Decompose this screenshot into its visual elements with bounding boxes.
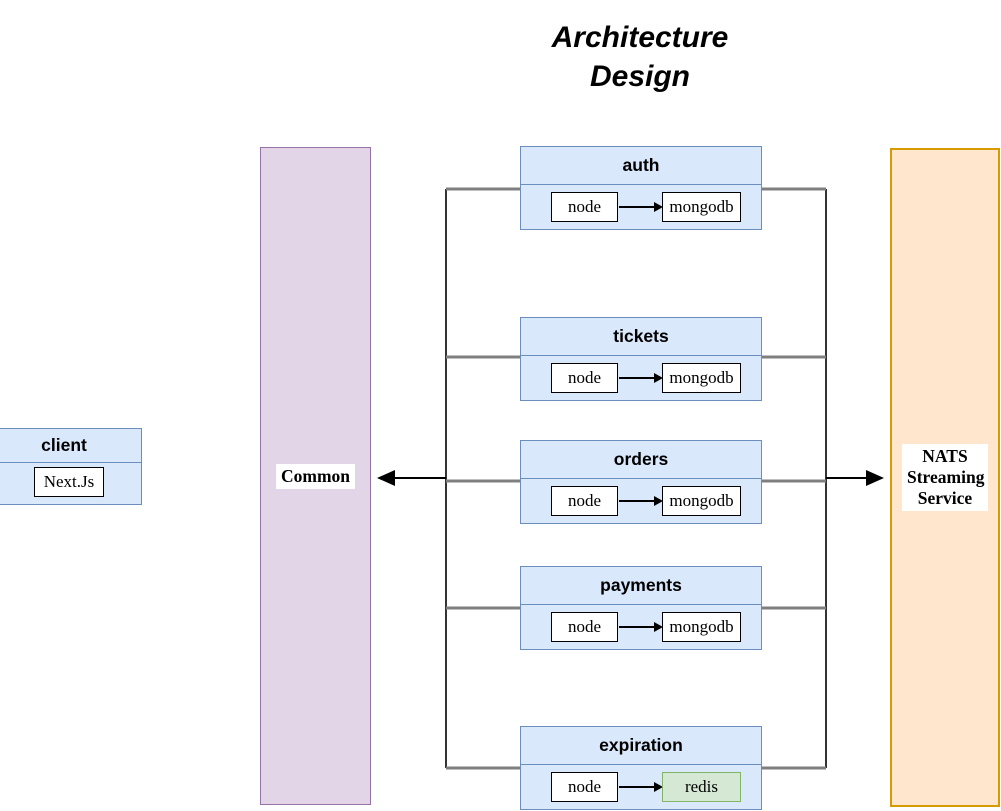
service-tickets-body: node mongodb [521,356,761,400]
orders-node-to-db-arrow [619,496,663,506]
payments-mongodb-box: mongodb [662,612,741,642]
service-orders: orders node mongodb [520,440,762,524]
auth-mongodb-box: mongodb [662,192,741,222]
common-node: Common [260,147,371,805]
service-expiration: expiration node redis [520,726,762,810]
service-expiration-body: node redis [521,765,761,809]
expiration-node-box: node [551,772,618,802]
service-auth: auth node mongodb [520,146,762,230]
nats-label: NATS Streaming Service [902,444,988,511]
nats-streaming-service-node: NATS Streaming Service [890,148,1000,807]
diagram-title-text: Architecture Design [551,21,729,93]
expiration-redis-box: redis [662,772,741,802]
service-tickets-title: tickets [521,318,761,356]
tickets-node-to-db-arrow [619,373,663,383]
diagram-title: Architecture Design [400,18,880,96]
payments-node-to-db-arrow [619,622,663,632]
service-expiration-title: expiration [521,727,761,765]
client-node: client Next.Js [0,428,142,505]
service-auth-body: node mongodb [521,185,761,229]
service-payments: payments node mongodb [520,566,762,650]
service-payments-body: node mongodb [521,605,761,649]
service-orders-title: orders [521,441,761,479]
auth-node-box: node [551,192,618,222]
service-tickets: tickets node mongodb [520,317,762,401]
service-payments-title: payments [521,567,761,605]
service-auth-title: auth [521,147,761,185]
tickets-mongodb-box: mongodb [662,363,741,393]
common-label: Common [275,463,356,489]
client-component-nextjs: Next.Js [34,467,104,497]
auth-node-to-db-arrow [619,202,663,212]
client-title: client [0,429,141,463]
tickets-node-box: node [551,363,618,393]
orders-node-box: node [551,486,618,516]
service-orders-body: node mongodb [521,479,761,523]
client-body: Next.Js [0,463,141,504]
payments-node-box: node [551,612,618,642]
orders-mongodb-box: mongodb [662,486,741,516]
expiration-node-to-db-arrow [619,782,663,792]
